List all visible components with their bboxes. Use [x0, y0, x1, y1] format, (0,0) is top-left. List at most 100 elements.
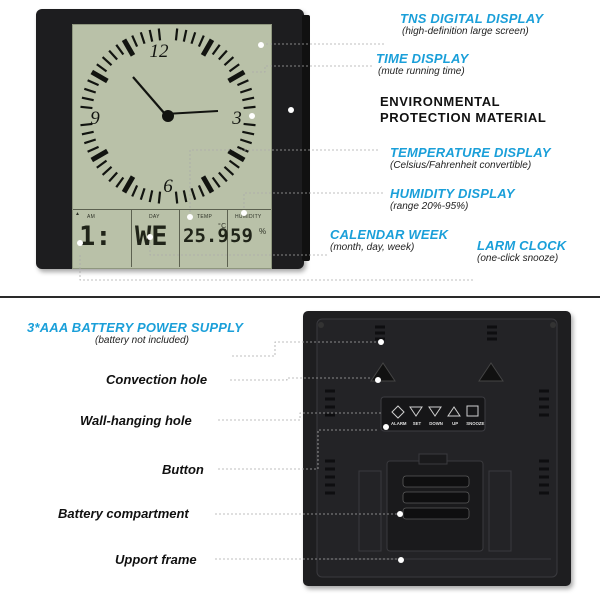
time-digits: 1:	[79, 221, 112, 252]
minute-tick	[236, 145, 249, 153]
minute-tick	[242, 96, 255, 102]
back-panel-graphic	[316, 318, 558, 578]
clock-center	[162, 110, 174, 122]
minute-tick	[228, 63, 240, 73]
hour-tick	[90, 69, 109, 84]
callout-calendar-week: CALENDAR WEEK (month, day, week)	[330, 227, 448, 253]
humidity-digits: 59	[230, 225, 253, 247]
am-label: AM	[87, 214, 96, 220]
minute-tick	[223, 166, 235, 176]
minute-tick	[80, 122, 93, 127]
minute-tick	[87, 145, 100, 153]
temp-digits: 25.9	[183, 225, 229, 247]
humidity-title: HUMIDITY DISPLAY	[390, 186, 515, 201]
minute-tick	[115, 176, 125, 188]
minute-tick	[108, 171, 118, 183]
snooze-button-label: SNOOZE	[466, 421, 485, 426]
minute-tick	[239, 87, 253, 94]
numeral-9: 9	[90, 108, 100, 129]
calendar-title: CALENDAR WEEK	[330, 227, 449, 242]
minute-tick	[243, 105, 256, 110]
minute-tick	[139, 31, 146, 45]
callout-temperature: TEMPERATURE DISPLAY (Celsius/Fahrenheit …	[390, 145, 551, 171]
wall-hole-right	[478, 362, 504, 382]
label-button: Button	[162, 462, 204, 477]
callout-battery-supply: 3*AAA BATTERY POWER SUPPLY (battery not …	[27, 320, 243, 346]
minute-tick	[223, 56, 235, 66]
humidity-label: HUMIDITY	[235, 214, 262, 220]
alarm-sub: (one-click snooze)	[477, 253, 559, 264]
humidity-sub: (range 20%-95%)	[390, 201, 469, 212]
hour-hand	[132, 76, 166, 115]
humidity-unit: %	[259, 227, 267, 236]
environment-line-2: PROTECTION MATERIAL	[380, 110, 547, 125]
numeral-3: 3	[231, 108, 242, 129]
minute-tick	[80, 105, 93, 110]
clock-back-body	[303, 311, 571, 586]
temp-label: TEMP	[197, 214, 213, 220]
hour-tick	[121, 175, 136, 194]
minute-tick	[81, 96, 94, 102]
temperature-title: TEMPERATURE DISPLAY	[390, 145, 551, 160]
minute-tick	[115, 44, 125, 56]
hour-tick	[200, 38, 215, 57]
minute-tick	[101, 166, 113, 176]
minute-tick	[190, 187, 197, 201]
minute-tick	[83, 138, 97, 145]
minute-tick	[182, 190, 188, 203]
label-battery-compartment: Battery compartment	[58, 506, 189, 521]
callout-tns-display: TNS DIGITAL DISPLAY (high-definition lar…	[400, 11, 543, 37]
numeral-6: 6	[163, 176, 173, 197]
minute-tick	[131, 184, 139, 197]
minute-hand	[164, 110, 219, 115]
minute-tick	[157, 191, 162, 204]
time-sub: (mute running time)	[378, 66, 465, 77]
up-button-label: UP	[452, 421, 459, 426]
minute-tick	[83, 87, 97, 94]
minute-tick	[131, 35, 139, 48]
section-divider	[0, 296, 600, 298]
minute-tick	[236, 79, 249, 87]
analog-clock-face: 12 3 6 9	[80, 28, 256, 204]
battery-supply-sub: (battery not included)	[95, 335, 189, 346]
callout-environmental: ENVIRONMENTAL PROTECTION MATERIAL	[380, 94, 546, 126]
minute-tick	[182, 29, 188, 42]
minute-tick	[157, 28, 162, 41]
time-title: TIME DISPLAY	[376, 51, 469, 66]
minute-tick	[81, 130, 94, 136]
tns-sub: (high-definition large screen)	[402, 26, 529, 37]
alarm-title: LARM CLOCK	[477, 238, 567, 253]
minute-tick	[228, 159, 240, 169]
label-support-frame: Upport frame	[115, 552, 197, 567]
front-callout-lines	[77, 42, 475, 281]
back-callout-lines	[215, 339, 404, 563]
minute-tick	[243, 122, 256, 127]
minute-tick	[190, 31, 197, 45]
alarm-bell-icon: ▲	[75, 211, 81, 217]
button-labels: ALARM SET DOWN UP SNOOZE	[391, 421, 484, 426]
minute-tick	[197, 184, 205, 197]
battery-supply-title: 3*AAA BATTERY POWER SUPPLY	[27, 320, 244, 335]
minute-tick	[101, 56, 113, 66]
set-button-label: SET	[412, 421, 422, 426]
minute-tick	[211, 44, 221, 56]
minute-tick	[174, 28, 179, 41]
hour-tick	[200, 175, 215, 194]
hour-tick	[90, 148, 109, 163]
minute-tick	[87, 79, 100, 87]
calendar-sub: (month, day, week)	[330, 242, 415, 253]
callout-time-display: TIME DISPLAY (mute running time)	[376, 51, 468, 77]
temperature-sub: (Celsius/Fahrenheit convertible)	[390, 160, 532, 171]
minute-tick	[96, 159, 108, 169]
minute-tick	[211, 176, 221, 188]
minute-tick	[218, 171, 228, 183]
down-button-label: DOWN	[429, 421, 443, 426]
minute-tick	[242, 130, 255, 136]
label-convection-hole: Convection hole	[106, 372, 208, 387]
minute-tick	[108, 49, 118, 61]
hour-tick	[121, 38, 136, 57]
temp-unit: °C	[218, 223, 227, 230]
alarm-button-label: ALARM	[391, 421, 407, 426]
minute-tick	[148, 29, 154, 42]
wall-hole-left	[370, 362, 396, 382]
